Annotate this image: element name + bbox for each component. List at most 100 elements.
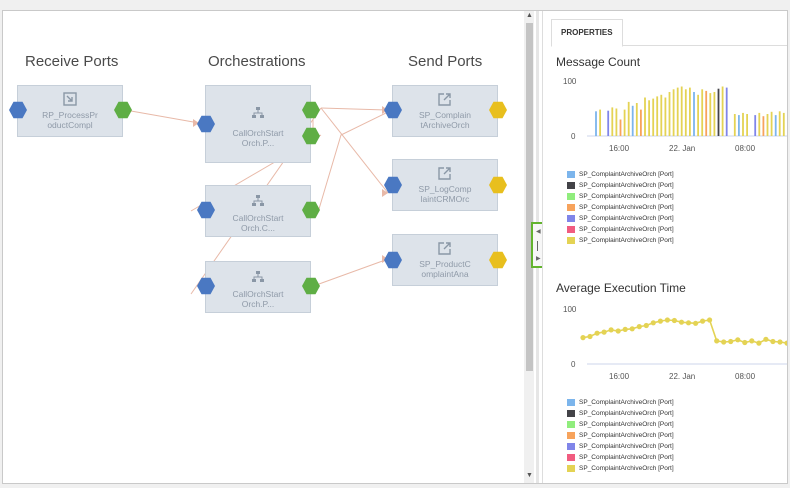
wire-orch2-to-sp1 [318,111,389,210]
legend-item[interactable]: SP_ComplaintArchiveOrch [Port] [567,235,674,246]
send-port-node-2[interactable]: SP_LogComp laintCRMOrc [392,159,498,211]
collapse-right-icon[interactable]: ▶ [536,256,541,262]
legend-label: SP_ComplaintArchiveOrch [Port] [579,432,674,439]
scroll-down-icon[interactable]: ▼ [526,472,533,479]
bar [738,115,740,136]
input-connector[interactable] [9,101,27,119]
data-point [728,338,734,345]
collapse-left-icon[interactable]: ◀ [536,229,541,235]
output-connector[interactable] [302,101,320,119]
legend-item[interactable]: SP_ComplaintArchiveOrch [Port] [567,408,674,419]
data-point [664,317,670,323]
bar [635,103,638,136]
bar [619,119,622,136]
bar [599,109,601,136]
node-label: RP_ProcessPr [42,110,98,120]
y-tick-label: 0 [571,360,576,369]
legend-label: SP_ComplaintArchiveOrch [Port] [579,171,674,178]
data-point [685,320,692,326]
send-output-connector[interactable] [489,176,507,194]
data-point [615,328,621,334]
legend-swatch [567,432,575,439]
wire-rp-to-orch1 [130,110,200,124]
output-connector[interactable] [302,201,320,219]
legend-swatch [567,182,575,189]
legend-item[interactable]: SP_ComplaintArchiveOrch [Port] [567,180,674,191]
legend-swatch [567,215,575,222]
bar [713,92,716,136]
legend-item[interactable]: SP_ComplaintArchiveOrch [Port] [567,452,674,463]
output-connector[interactable] [302,127,320,145]
input-connector[interactable] [197,115,215,133]
send-port-node-3[interactable]: SP_ProductC omplaintAna [392,234,498,286]
bar [770,111,773,136]
data-point [622,326,628,332]
legend-item[interactable]: SP_ComplaintArchiveOrch [Port] [567,397,674,408]
send-output-connector[interactable] [489,101,507,119]
tab-properties[interactable]: PROPERTIES [551,19,623,47]
scrollbar-thumb[interactable] [526,23,533,371]
app-frame: Receive Ports Orchestrations Send Ports … [2,10,788,484]
bar [627,101,630,136]
input-connector[interactable] [384,251,402,269]
bar [607,110,610,136]
bar [672,89,675,137]
data-point [721,339,727,345]
legend-item[interactable]: SP_ComplaintArchiveOrch [Port] [567,202,674,213]
input-connector[interactable] [384,176,402,194]
node-label: omplaintAna [421,269,469,279]
orchestration-node-2[interactable]: CallOrchStart Orch.C... [205,185,311,237]
legend-item[interactable]: SP_ComplaintArchiveOrch [Port] [567,191,674,202]
input-connector[interactable] [384,101,402,119]
legend-swatch [567,410,575,417]
legend-swatch [567,465,575,472]
legend-item[interactable]: SP_ComplaintArchiveOrch [Port] [567,169,674,180]
legend-item[interactable]: SP_ComplaintArchiveOrch [Port] [567,463,674,474]
data-point [693,320,699,326]
data-point [678,319,685,325]
data-point [784,340,787,346]
legend-label: SP_ComplaintArchiveOrch [Port] [579,215,674,222]
data-point [636,324,642,330]
legend-label: SP_ComplaintArchiveOrch [Port] [579,226,674,233]
output-connector[interactable] [302,277,320,295]
bar [648,100,650,137]
legend-swatch [567,443,575,450]
data-point [770,338,776,345]
bar [717,88,720,136]
orchestration-canvas[interactable]: Receive Ports Orchestrations Send Ports … [3,11,519,483]
send-output-connector[interactable] [489,251,507,269]
node-label: laintCRMOrc [420,194,470,204]
column-title-send-ports: Send Ports [408,53,483,70]
bar [680,86,683,136]
output-connector[interactable] [114,101,132,119]
input-connector[interactable] [197,277,215,295]
x-tick-label: 08:00 [735,144,756,153]
send-port-node-1[interactable]: SP_Complain tArchiveOrch [392,85,498,137]
node-label: CallOrchStart [232,289,284,299]
input-connector[interactable] [197,201,215,219]
legend-item[interactable]: SP_ComplaintArchiveOrch [Port] [567,430,674,441]
arrow-head [382,189,388,197]
node-label: SP_LogComp [418,184,472,194]
orchestration-node-3[interactable]: CallOrchStart Orch.P... [205,261,311,313]
data-point [608,327,614,333]
legend-label: SP_ComplaintArchiveOrch [Port] [579,237,674,244]
avg-exec-chart: 100 0 16:00 22. Jan 08:00 [563,305,787,381]
bar [746,114,748,136]
orchestration-node-1[interactable]: CallOrchStart Orch.P... [205,85,311,163]
data-point [749,338,755,344]
y-tick-label: 100 [563,305,577,314]
legend-item[interactable]: SP_ComplaintArchiveOrch [Port] [567,441,674,452]
receive-port-node[interactable]: RP_ProcessPr oductCompl [17,85,123,137]
data-point [629,326,635,332]
legend-item[interactable]: SP_ComplaintArchiveOrch [Port] [567,419,674,430]
legend-item[interactable]: SP_ComplaintArchiveOrch [Port] [567,213,674,224]
legend-item[interactable]: SP_ComplaintArchiveOrch [Port] [567,224,674,235]
scroll-up-icon[interactable]: ▲ [526,12,533,19]
legend-swatch [567,421,575,428]
legend-swatch [567,193,575,200]
send-port-icon [438,241,452,258]
legend-label: SP_ComplaintArchiveOrch [Port] [579,410,674,417]
bar [595,111,597,137]
